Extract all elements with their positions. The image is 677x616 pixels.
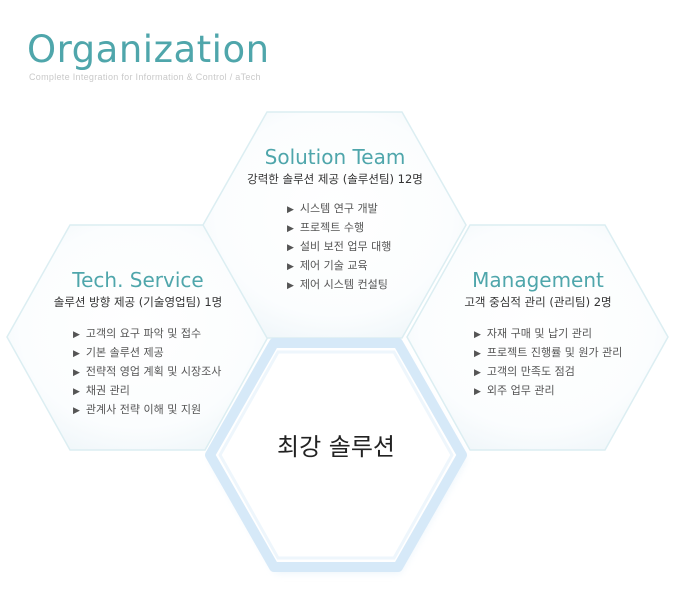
solution-team-subtitle: 강력한 솔루션 제공 (솔루션팀) 12명: [247, 172, 423, 186]
triangle-bullet-icon: ▶: [287, 205, 294, 215]
list-item: ▶관계사 전략 이해 및 지원: [73, 403, 202, 416]
hexagon-management: [406, 224, 669, 451]
hexagon-solution-team: [202, 111, 467, 339]
triangle-bullet-icon: ▶: [73, 368, 80, 378]
solution-team-panel: Solution Team 강력한 솔루션 제공 (솔루션팀) 12명: [204, 145, 466, 187]
triangle-bullet-icon: ▶: [73, 406, 80, 416]
list-item: ▶고객의 요구 파악 및 접수: [73, 327, 202, 340]
triangle-bullet-icon: ▶: [73, 387, 80, 397]
triangle-bullet-icon: ▶: [73, 349, 80, 359]
management-title: Management: [472, 268, 604, 292]
triangle-bullet-icon: ▶: [287, 243, 294, 253]
triangle-bullet-icon: ▶: [287, 262, 294, 272]
triangle-bullet-icon: ▶: [287, 281, 294, 291]
triangle-bullet-icon: ▶: [287, 224, 294, 234]
list-item: ▶채권 관리: [73, 384, 130, 397]
triangle-bullet-icon: ▶: [474, 330, 481, 340]
list-item: ▶제어 기술 교육: [287, 259, 368, 272]
list-item: ▶시스템 연구 개발: [287, 202, 378, 215]
solution-team-list: ▶시스템 연구 개발 ▶프로젝트 수행 ▶설비 보전 업무 대행 ▶제어 기술 …: [287, 200, 391, 295]
triangle-bullet-icon: ▶: [73, 330, 80, 340]
list-item: ▶제어 시스템 컨설팅: [287, 278, 388, 291]
management-panel: Management 고객 중심적 관리 (관리팀) 2명: [407, 268, 669, 310]
list-item: ▶프로젝트 수행: [287, 221, 365, 234]
management-subtitle: 고객 중심적 관리 (관리팀) 2명: [464, 295, 612, 309]
list-item: ▶설비 보전 업무 대행: [287, 240, 392, 253]
tech-service-list: ▶고객의 요구 파악 및 접수 ▶기본 솔루션 제공 ▶전략적 영업 계획 및 …: [73, 325, 221, 420]
list-item: ▶외주 업무 관리: [474, 384, 555, 397]
triangle-bullet-icon: ▶: [474, 349, 481, 359]
triangle-bullet-icon: ▶: [474, 387, 481, 397]
solution-team-title: Solution Team: [264, 145, 406, 169]
list-item: ▶자재 구매 및 납기 관리: [474, 327, 592, 340]
tech-service-panel: Tech. Service 솔루션 방향 제공 (기술영업팀) 1명: [7, 268, 269, 310]
center-label: 최강 솔루션: [276, 433, 396, 461]
hexagon-center-inner: [218, 350, 454, 560]
tech-service-subtitle: 솔루션 방향 제공 (기술영업팀) 1명: [53, 295, 223, 309]
triangle-bullet-icon: ▶: [474, 368, 481, 378]
list-item: ▶프로젝트 진행률 및 원가 관리: [474, 346, 623, 359]
page-subtitle: Complete Integration for Information & C…: [29, 72, 261, 82]
list-item: ▶전략적 영업 계획 및 시장조사: [73, 365, 222, 378]
page-title: Organization: [27, 28, 270, 71]
hexagon-center: [205, 338, 467, 572]
list-item: ▶고객의 만족도 점검: [474, 365, 575, 378]
management-list: ▶자재 구매 및 납기 관리 ▶프로젝트 진행률 및 원가 관리 ▶고객의 만족…: [474, 325, 622, 401]
tech-service-title: Tech. Service: [72, 268, 204, 292]
list-item: ▶기본 솔루션 제공: [73, 346, 164, 359]
